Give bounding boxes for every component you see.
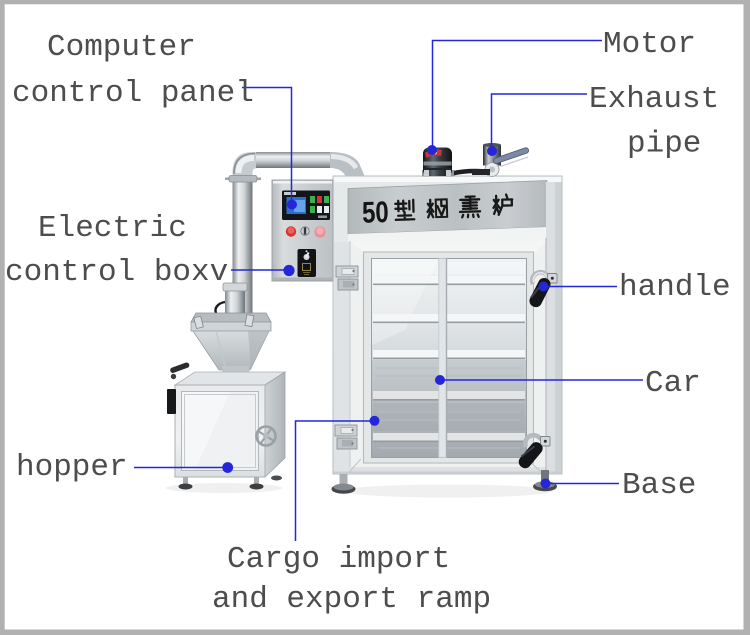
svg-text:Exhaust: Exhaust xyxy=(589,82,719,117)
svg-text:hopper: hopper xyxy=(16,450,128,485)
svg-text:Base: Base xyxy=(622,468,696,503)
svg-text:and export ramp: and export ramp xyxy=(212,582,491,617)
svg-text:50: 50 xyxy=(362,194,390,229)
svg-text:Electric: Electric xyxy=(38,211,187,246)
svg-text:Cargo import: Cargo import xyxy=(227,542,450,577)
svg-text:Computer: Computer xyxy=(47,30,196,65)
svg-text:control panel: control panel xyxy=(12,76,254,111)
svg-text:control boxv: control boxv xyxy=(5,255,228,290)
svg-text:Car: Car xyxy=(645,366,701,401)
svg-text:Motor: Motor xyxy=(603,27,696,62)
svg-text:pipe: pipe xyxy=(627,127,701,162)
svg-text:handle: handle xyxy=(619,270,731,305)
